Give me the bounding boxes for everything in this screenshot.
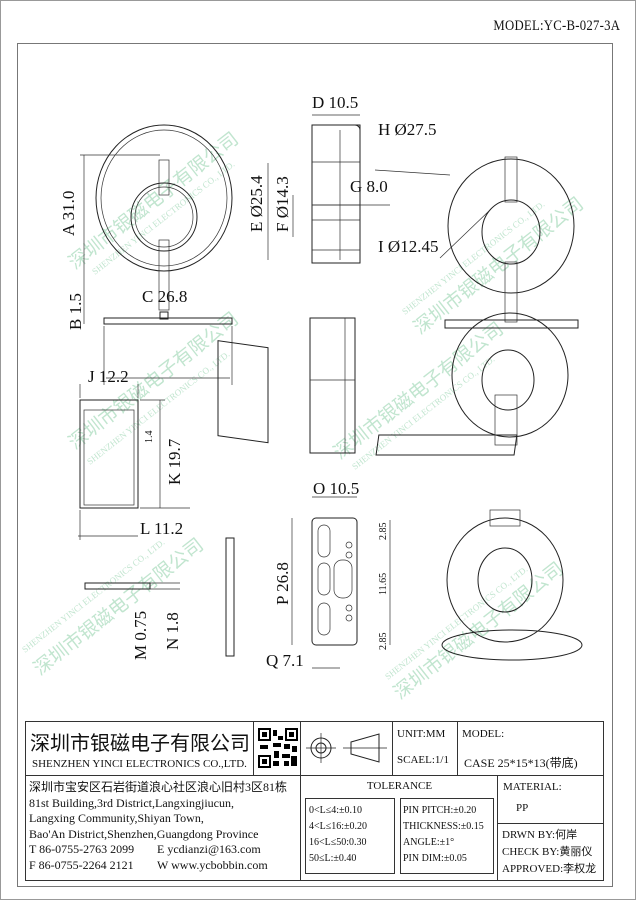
watermarks: 深圳市银磁电子有限公司 SHENZHEN YINCI ELECTRONICS C… <box>20 128 588 704</box>
dim-k-small: 1.4 <box>144 431 155 444</box>
cover-part-side <box>217 317 356 454</box>
model-value: CASE 25*15*13(带底) <box>464 756 578 770</box>
dim-b: B 1.5 <box>66 293 85 330</box>
address-line: Bao'An District,Shenzhen,Guangdong Provi… <box>29 826 259 841</box>
dim-k: K 19.7 <box>165 438 184 485</box>
dim-f: F Ø14.3 <box>273 176 292 232</box>
dim-i: I Ø12.45 <box>378 237 438 256</box>
clip-part: J 12.2 1.4 K 19.7 L 11.2 <box>78 367 190 540</box>
approval-cell: DRWN BY:何岸 CHECK BY:黄丽仪 APPROVED:李权龙 <box>498 824 603 880</box>
watermark-cn: 深圳市银磁电子有限公司 <box>330 318 508 464</box>
dim-d: D 10.5 <box>312 93 358 112</box>
dim-j: J 12.2 <box>88 367 129 386</box>
base-plate-view: O 10.5 P 26.8 2.85 11.65 2.85 Q 7.1 <box>266 479 391 670</box>
unit-label: UNIT:MM <box>397 728 446 740</box>
watermark-cn: 深圳市银磁电子有限公司 <box>410 193 588 339</box>
side-view: D 10.5 E Ø25.4 F Ø14.3 G 8.0 <box>247 93 390 264</box>
fax: F 86-0755-2264 2121 <box>29 857 134 872</box>
dim-p-mid: 11.65 <box>378 573 389 595</box>
dim-l: L 11.2 <box>140 519 183 538</box>
address-line: Langxing Community,Shiyan Town, <box>29 811 204 825</box>
unit-cell: UNIT:MM SCAEL:1/1 <box>393 722 458 776</box>
approved-by: APPROVED:李权龙 <box>502 863 597 875</box>
scale-label: SCAEL:1/1 <box>397 754 449 766</box>
company-name-cn: 深圳市银磁电子有限公司 <box>30 731 250 755</box>
tolerance-item: 50≤L:±0.40 <box>309 853 357 864</box>
dim-o: O 10.5 <box>313 479 359 498</box>
material-cell: MATERIAL: PP <box>498 776 603 824</box>
phone: T 86-0755-2763 2099 <box>29 842 135 856</box>
isometric-view-bottom <box>441 509 583 661</box>
tolerance-item: ANGLE:±1° <box>403 837 455 848</box>
dim-q: Q 7.1 <box>266 651 304 670</box>
material-label: MATERIAL: <box>503 781 562 793</box>
model-label: MODEL: <box>462 728 505 740</box>
tolerance-general: 0<L≤4:±0.10 4<L≤16:±0.20 16<L≤50:0.30 50… <box>305 798 395 874</box>
dim-e: E Ø25.4 <box>247 175 266 232</box>
tolerance-title: TOLERANCE <box>366 780 433 792</box>
dim-g: G 8.0 <box>350 177 388 196</box>
pin-part: M 0.75 N 1.8 <box>84 537 235 660</box>
dim-a: A 31.0 <box>59 191 78 236</box>
tolerance-cell: TOLERANCE 0<L≤4:±0.10 4<L≤16:±0.20 16<L≤… <box>301 776 498 880</box>
watermark-en: SHENZHEN YINCI ELECTRONICS CO., LTD. <box>90 159 236 277</box>
dim-n: N 1.8 <box>163 612 182 650</box>
material-value: PP <box>516 802 529 814</box>
dim-p: P 26.8 <box>273 562 292 605</box>
checked-by: CHECK BY:黄丽仪 <box>502 846 593 858</box>
tolerance-item: 16<L≤50:0.30 <box>309 837 367 848</box>
watermark-cn: 深圳市银磁电子有限公司 <box>30 534 208 680</box>
isometric-view-top <box>375 312 569 456</box>
dim-h: H Ø27.5 <box>378 120 437 139</box>
model-title: MODEL:YC-B-027-3A <box>493 18 620 34</box>
drawn-by: DRWN BY:何岸 <box>502 829 578 841</box>
watermark-en: SHENZHEN YINCI ELECTRONICS CO., LTD. <box>383 564 529 682</box>
dim-p-top: 2.85 <box>378 523 389 541</box>
front-view: A 31.0 B 1.5 C 26.8 <box>59 124 233 385</box>
tolerance-item: 0<L≤4:±0.10 <box>309 805 363 816</box>
right-view: H Ø27.5 I Ø12.45 <box>374 120 579 329</box>
watermark-cn: 深圳市银磁电子有限公司 <box>65 128 243 274</box>
model-cell: MODEL: CASE 25*15*13(带底) <box>458 722 603 776</box>
address-cell: 深圳市宝安区石岩街道浪心社区浪心旧村3区81栋 81st Building,3r… <box>26 776 301 880</box>
company-cell: 深圳市银磁电子有限公司 SHENZHEN YINCI ELECTRONICS C… <box>26 722 254 776</box>
dim-m: M 0.75 <box>131 611 150 660</box>
company-name-en: SHENZHEN YINCI ELECTRONICS CO.,LTD. <box>32 758 247 770</box>
email[interactable]: E ycdianzi@163.com <box>157 842 261 856</box>
title-block: 深圳市银磁电子有限公司 SHENZHEN YINCI ELECTRONICS C… <box>25 721 604 881</box>
address-line: 深圳市宝安区石岩街道浪心社区浪心旧村3区81栋 <box>29 780 288 794</box>
dim-c: C 26.8 <box>142 287 187 306</box>
qr-code <box>254 722 301 776</box>
projection-symbol <box>301 722 393 776</box>
dim-p-bot: 2.85 <box>378 633 389 651</box>
tolerance-item: PIN DIM:±0.05 <box>403 853 467 864</box>
drawing-frame <box>17 43 613 887</box>
tolerance-item: THICKNESS:±0.15 <box>403 821 484 832</box>
technical-drawing: 深圳市银磁电子有限公司 SHENZHEN YINCI ELECTRONICS C… <box>20 93 588 704</box>
tolerance-specific: PIN PITCH:±0.20 THICKNESS:±0.15 ANGLE:±1… <box>400 798 494 874</box>
website[interactable]: W www.ycbobbin.com <box>157 857 268 872</box>
tolerance-item: 4<L≤16:±0.20 <box>309 821 368 832</box>
tolerance-item: PIN PITCH:±0.20 <box>403 805 477 816</box>
address-line: 81st Building,3rd District,Langxingjiucu… <box>29 795 234 810</box>
